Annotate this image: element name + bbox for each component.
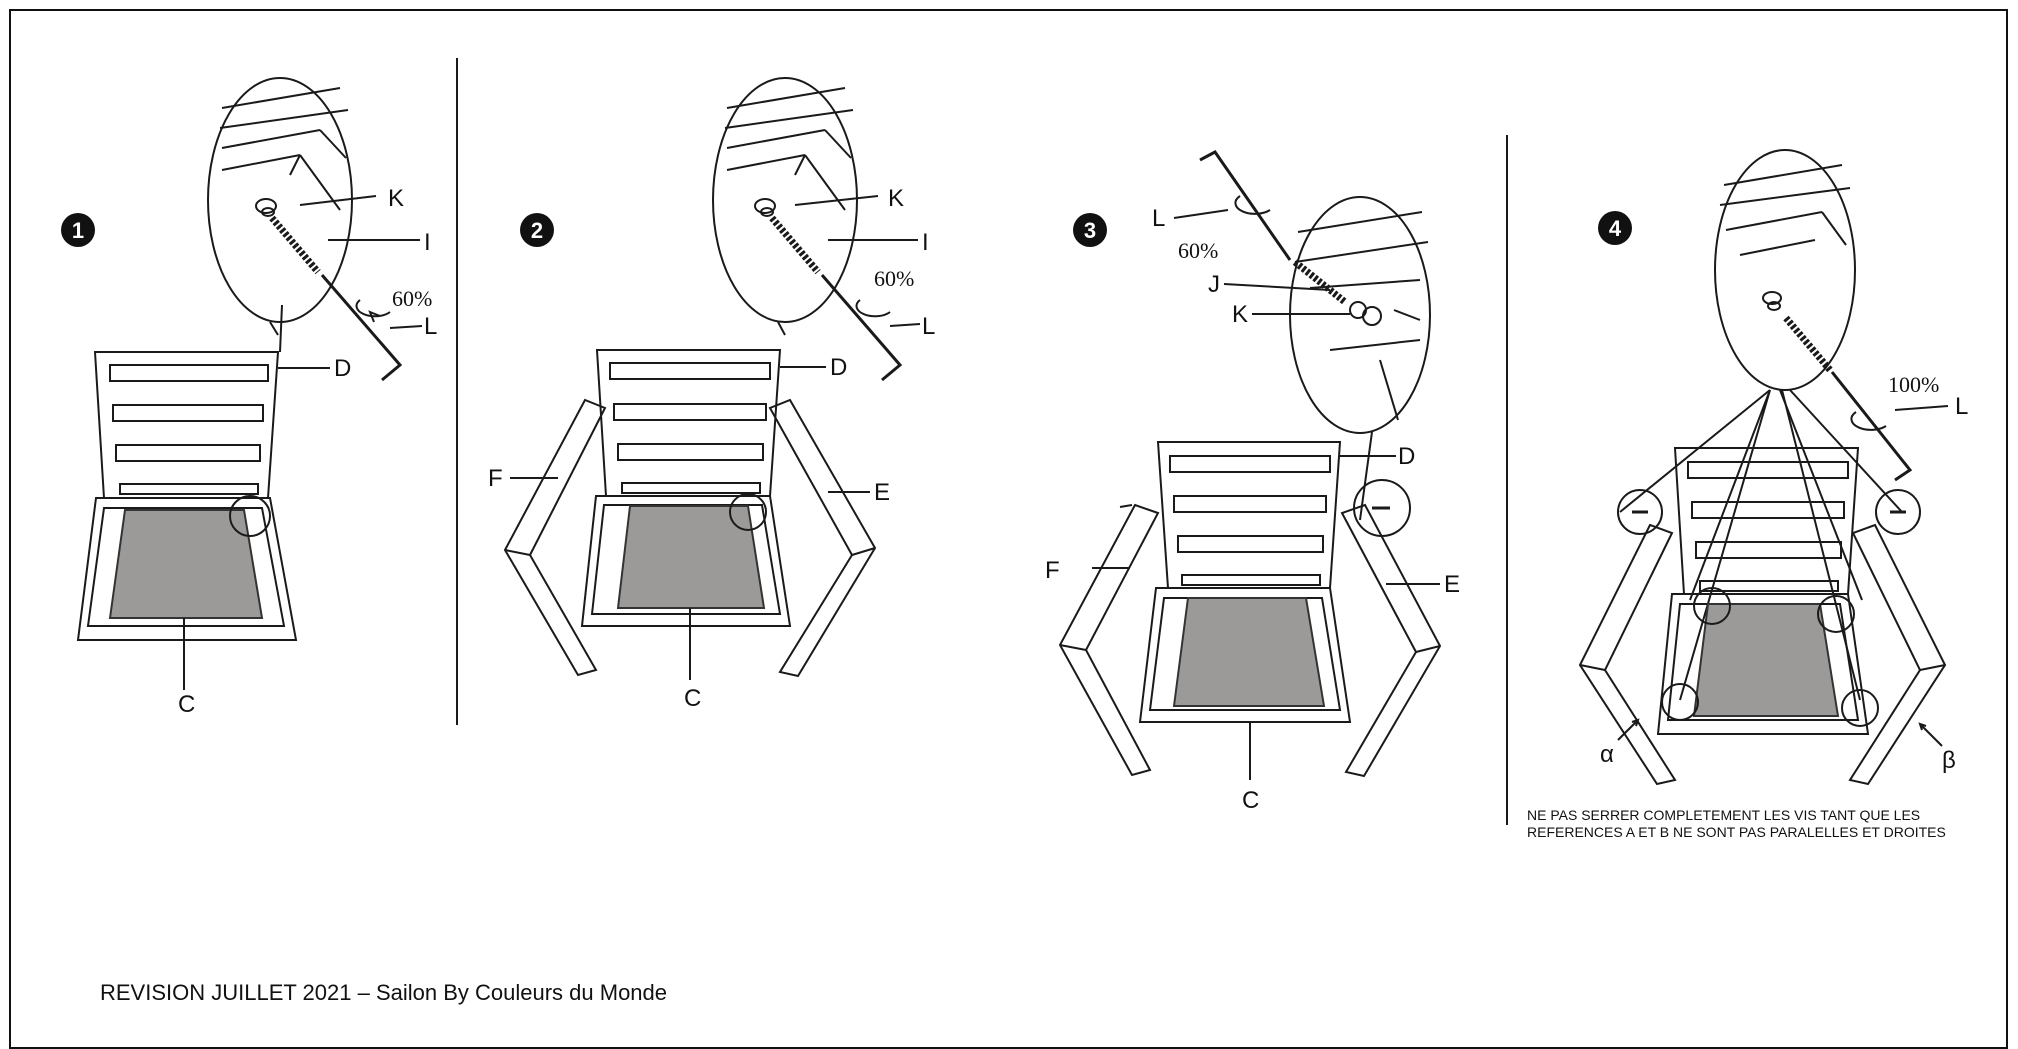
step-3-seat-C [1172, 597, 1326, 707]
step-3-back-D [1156, 441, 1342, 589]
step-2-number: 2 [531, 218, 543, 243]
step-2-badge [520, 213, 554, 247]
step-2-label-K: K [888, 185, 904, 212]
step-3-label-D: D [1398, 443, 1415, 470]
step-3: 3 L 60% J K F [1045, 150, 1460, 814]
step-4-badge [1598, 211, 1632, 245]
step-2-seat-C [616, 505, 766, 609]
step-4-label-alpha: α [1600, 741, 1614, 768]
step-1-label-L: L [424, 313, 437, 340]
step-4-warning-note: NE PAS SERRER COMPLETEMENT LES VIS TANT … [1527, 807, 2007, 841]
assembly-diagram: 1 K I 60% L D [61, 58, 1968, 825]
note-line-1: NE PAS SERRER COMPLETEMENT LES VIS TANT … [1527, 807, 1921, 823]
step-3-arm-joint-circle [1353, 479, 1411, 537]
step-3-label-K: K [1232, 301, 1248, 328]
step-3-arm-F [1058, 503, 1160, 777]
step-2-label-I: I [922, 229, 929, 256]
step-3-label-F: F [1045, 557, 1060, 584]
revision-footer: REVISION JUILLET 2021 – Sailon By Couleu… [100, 980, 668, 1005]
step-2-label-E: E [874, 479, 890, 506]
step-2-label-C: C [684, 685, 701, 712]
step-2-torque: 60% [874, 266, 914, 291]
step-2-detail-ellipse [712, 77, 858, 323]
step-1-back-D [93, 351, 280, 499]
step-1-label-K: K [388, 185, 404, 212]
step-1-seat-C [108, 509, 264, 619]
step-1-label-C: C [178, 691, 195, 718]
step-4-label-L: L [1955, 393, 1968, 420]
step-3-label-J: J [1208, 271, 1220, 298]
step-1-badge [61, 213, 95, 247]
step-4-number: 4 [1609, 216, 1622, 241]
step-3-badge [1073, 213, 1107, 247]
step-3-label-L: L [1152, 205, 1165, 232]
step-2-seat-frame [580, 495, 792, 627]
step-2-back-D [595, 349, 782, 497]
step-1-torque: 60% [392, 286, 432, 311]
step-2-arm-E [768, 398, 877, 678]
step-4-detail-ellipse [1714, 149, 1856, 391]
step-3-label-C: C [1242, 787, 1259, 814]
step-4-seat-frame [1656, 593, 1870, 735]
instruction-sheet: 1 K I 60% L D [9, 9, 2008, 1049]
step-3-arm-E [1340, 503, 1442, 778]
step-3-number: 3 [1084, 218, 1096, 243]
step-4-arm-left [1578, 523, 1677, 786]
step-2-label-D: D [830, 354, 847, 381]
step-1-detail-ellipse [207, 77, 353, 323]
note-line-2: REFERENCES A ET B NE SONT PAS PARALELLES… [1527, 824, 1946, 840]
step-4-seat [1692, 603, 1840, 717]
step-4: 4 100% L [1578, 149, 1968, 786]
step-1: 1 K I 60% L D [61, 77, 437, 718]
step-2-label-F: F [488, 465, 503, 492]
step-1-label-D: D [334, 355, 351, 382]
step-4-arm-right [1848, 523, 1947, 786]
step-3-torque: 60% [1178, 238, 1218, 263]
step-1-number: 1 [72, 218, 84, 243]
step-1-label-I: I [424, 229, 431, 256]
step-3-seat-frame [1138, 587, 1352, 723]
step-2: 2 K I 60% L F E [488, 77, 935, 712]
step-2-label-L: L [922, 313, 935, 340]
step-1-seat-frame [76, 497, 298, 641]
step-2-arm-F [503, 398, 607, 677]
step-4-label-beta: β [1942, 747, 1956, 774]
step-4-torque: 100% [1888, 372, 1939, 397]
step-3-label-E: E [1444, 571, 1460, 598]
